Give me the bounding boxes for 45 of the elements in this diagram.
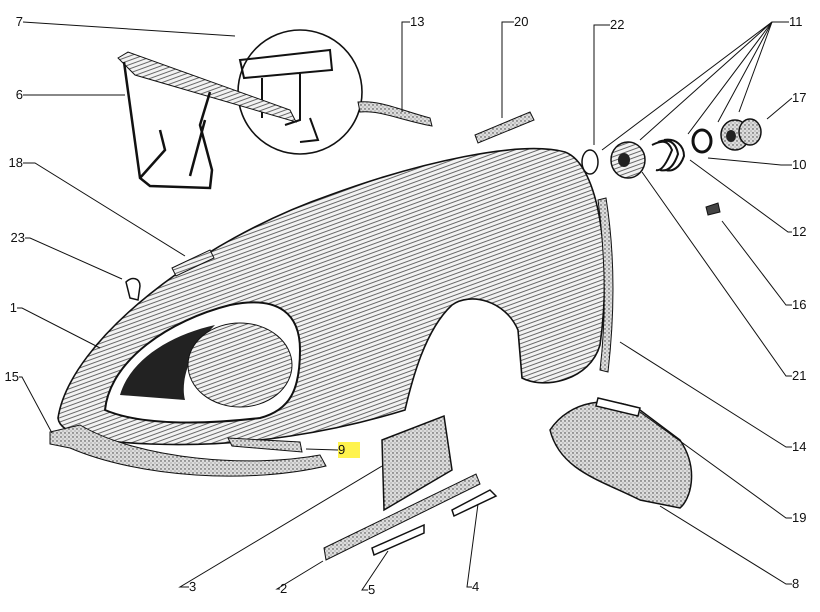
callout-number: 12 [792,224,814,240]
callout-number: 5 [368,582,390,598]
callout-number: 21 [792,368,814,384]
callout-number: 1 [0,300,17,316]
leader-line [18,376,52,434]
callout-number: 16 [792,297,814,313]
leader-line [722,220,792,306]
leader-line [708,158,792,166]
leader-line [22,94,126,96]
callout-number: 15 [0,369,19,385]
callout-number: 10 [792,157,814,173]
callout-number: 7 [1,14,23,30]
callout-number: 11 [789,14,811,30]
leader-line [361,550,388,590]
leader-line [738,22,790,112]
leader-line [22,162,186,256]
leader-line [306,448,338,450]
leader-line [502,22,514,118]
callout-number: 18 [1,155,23,171]
leader-line [466,504,478,588]
leader-line [642,172,792,376]
callout-number: 9 [338,442,360,458]
callout-number: 4 [472,579,494,595]
callout-number: 13 [410,14,432,30]
leader-line [594,24,610,146]
leader-line [766,98,792,120]
callout-number: 19 [792,510,814,526]
leader-line [16,308,100,348]
leader-line [640,412,792,518]
callout-number: 6 [1,87,23,103]
leader-line [402,22,410,112]
leader-line [660,506,792,584]
callout-number: 17 [792,90,814,106]
leader-line [620,342,792,448]
callout-number: 8 [792,576,814,592]
leader-line [690,160,792,232]
leader-line [275,560,324,590]
callout-number: 20 [514,14,536,30]
leader-line [24,238,122,280]
leader-line [22,22,236,36]
callout-number: 23 [3,230,25,246]
callout-number: 22 [610,17,632,33]
leader-line [178,466,382,588]
callout-number: 14 [792,439,814,455]
callout-number: 3 [189,579,211,595]
